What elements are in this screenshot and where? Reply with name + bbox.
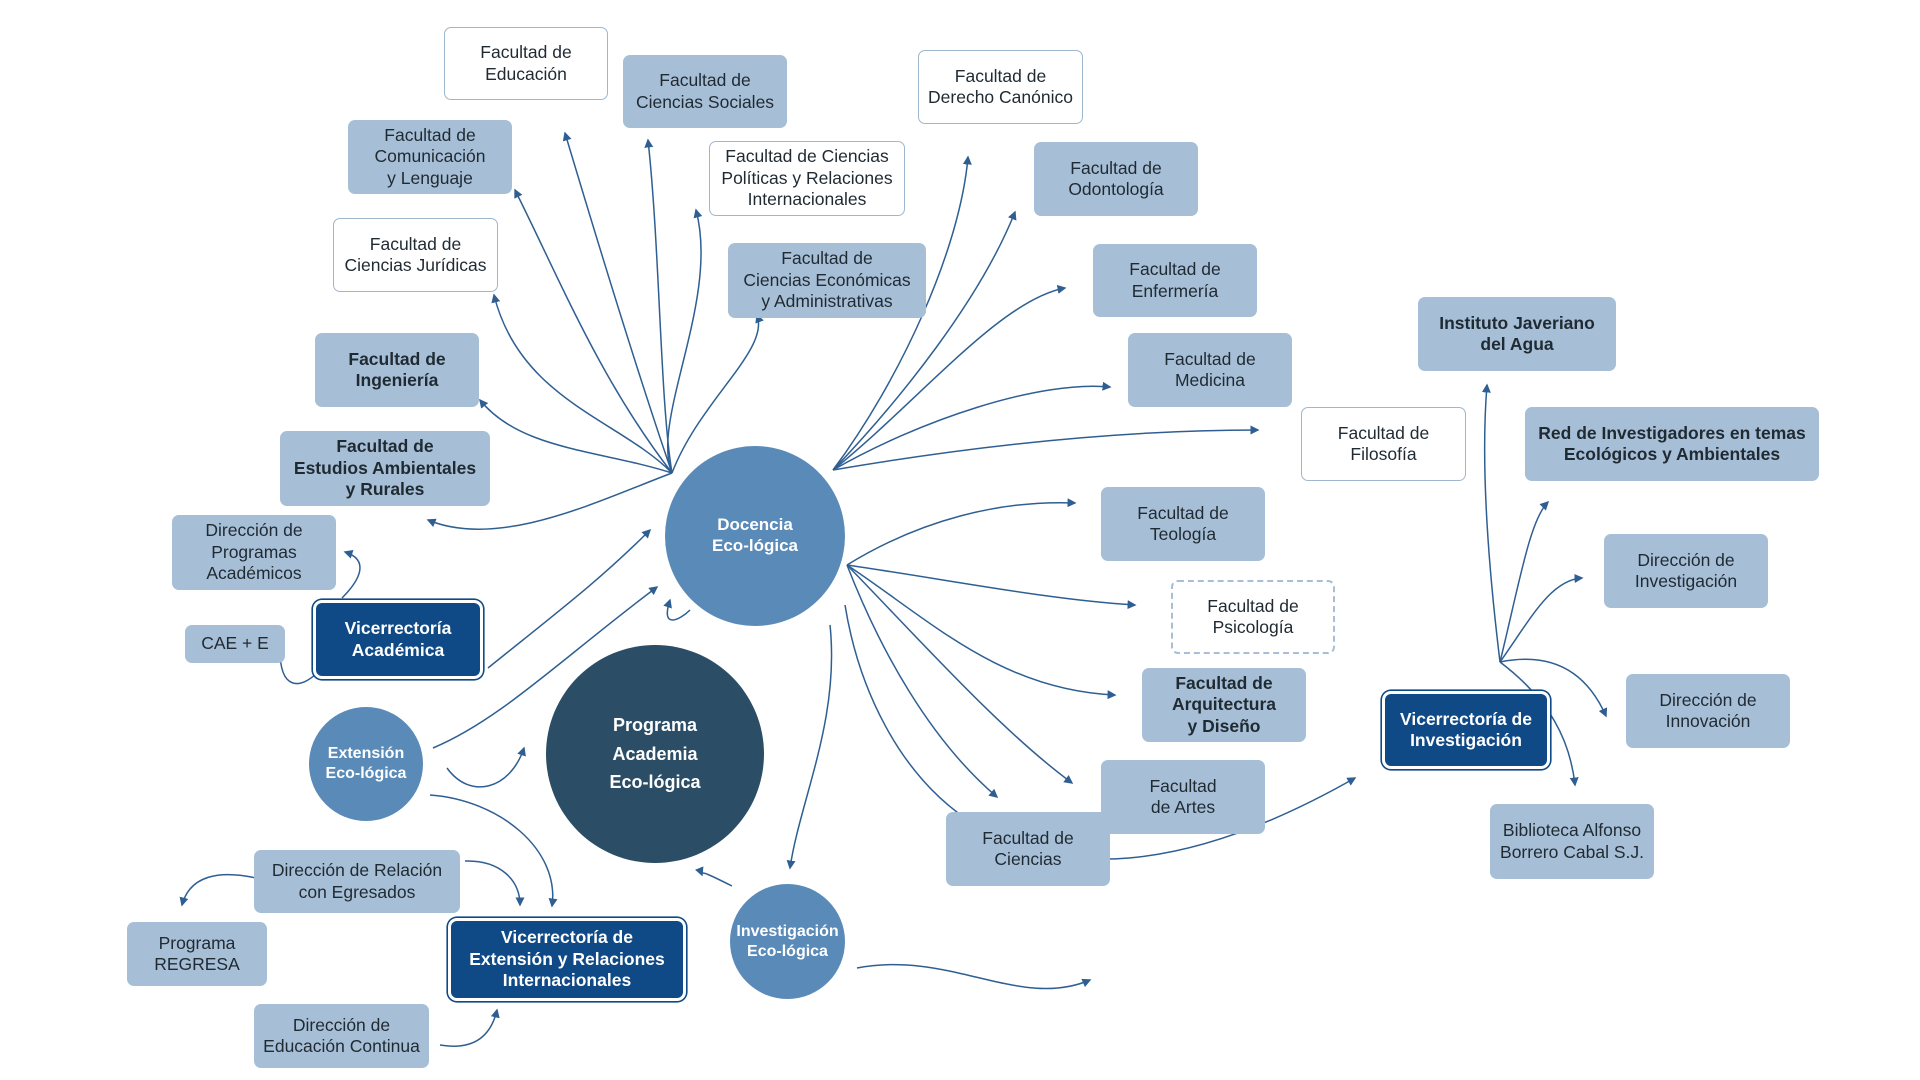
extension-eco-logica-circle: Extensión Eco-lógica xyxy=(309,707,423,821)
investigacion-eco-logica-circle: Investigación Eco-lógica xyxy=(730,884,845,999)
facultad-estudios-ambientales-box: Facultad de Estudios Ambientales y Rural… xyxy=(280,431,490,506)
facultad-teologia-box: Facultad de Teología xyxy=(1101,487,1265,561)
connector-arrow xyxy=(846,498,1077,566)
direccion-educacion-continua-box: Dirección de Educación Continua xyxy=(254,1004,429,1068)
connector-arrow xyxy=(846,564,1137,610)
vicerrectoria-extension-box: Vicerrectoría de Extensión y Relaciones … xyxy=(451,921,683,998)
connector-arrow xyxy=(491,293,673,474)
connector-arrow xyxy=(464,860,525,907)
facultad-educacion-box: Facultad de Educación xyxy=(444,27,608,100)
direccion-relacion-egresados-box: Dirección de Relación con Egresados xyxy=(254,850,460,913)
connector-arrow xyxy=(1499,500,1550,663)
facultad-enfermeria-box: Facultad de Enfermería xyxy=(1093,244,1257,317)
connector-arrow xyxy=(275,648,319,685)
connector-arrow xyxy=(786,624,833,870)
facultad-ciencias-politicas-box: Facultad de Ciencias Políticas y Relacio… xyxy=(709,141,905,216)
connector-arrow xyxy=(695,866,733,887)
connector-arrow xyxy=(644,138,673,474)
vicerrectoria-academica-box: Vicerrectoría Académica xyxy=(316,603,480,676)
connector-arrow xyxy=(487,528,652,669)
connector-arrow xyxy=(846,564,999,798)
docencia-eco-logica-circle: Docencia Eco-lógica xyxy=(665,446,845,626)
facultad-medicina-box: Facultad de Medicina xyxy=(1128,333,1292,407)
instituto-javeriano-agua-box: Instituto Javeriano del Agua xyxy=(1418,297,1616,371)
facultad-ciencias-box: Facultad de Ciencias xyxy=(946,812,1110,886)
connector-arrow xyxy=(562,131,673,474)
facultad-ingenieria-box: Facultad de Ingeniería xyxy=(315,333,479,407)
facultad-arquitectura-box: Facultad de Arquitectura y Diseño xyxy=(1142,668,1306,742)
facultad-ciencias-sociales-box: Facultad de Ciencias Sociales xyxy=(623,55,787,128)
connector-arrow xyxy=(832,425,1260,471)
connector-arrow xyxy=(179,873,257,907)
direccion-programas-academicos-box: Dirección de Programas Académicos xyxy=(172,515,336,590)
programa-regresa-box: Programa REGRESA xyxy=(127,922,267,986)
connector-arrow xyxy=(1481,383,1501,663)
connector-arrow xyxy=(846,564,1117,700)
connector-arrow xyxy=(846,564,1074,784)
connector-arrow xyxy=(667,208,703,474)
cae-e-box: CAE + E xyxy=(185,625,285,663)
connector-arrow xyxy=(856,963,1092,990)
direccion-innovacion-box: Dirección de Innovación xyxy=(1626,674,1790,748)
facultad-artes-box: Facultad de Artes xyxy=(1101,760,1265,834)
connector-arrow xyxy=(446,746,526,788)
facultad-ciencias-juridicas-box: Facultad de Ciencias Jurídicas xyxy=(333,218,498,292)
facultad-odontologia-box: Facultad de Odontología xyxy=(1034,142,1198,216)
connector-arrow xyxy=(663,598,691,621)
programa-academia-eco-logica-circle: Programa Academia Eco-lógica xyxy=(546,645,764,863)
vicerrectoria-investigacion-box: Vicerrectoría de Investigación xyxy=(1385,694,1547,766)
connector-arrow xyxy=(439,1008,500,1047)
connector-arrow xyxy=(514,188,673,474)
facultad-ciencias-economicas-box: Facultad de Ciencias Económicas y Admini… xyxy=(728,243,926,318)
direccion-investigacion-box: Dirección de Investigación xyxy=(1604,534,1768,608)
facultad-comunicacion-box: Facultad de Comunicación y Lenguaje xyxy=(348,120,512,194)
facultad-psicologia-box: Facultad de Psicología xyxy=(1171,580,1335,654)
facultad-filosofia-box: Facultad de Filosofía xyxy=(1301,407,1466,481)
connector-arrow xyxy=(1499,573,1584,663)
biblioteca-alfonso-borrero-box: Biblioteca Alfonso Borrero Cabal S.J. xyxy=(1490,804,1654,879)
red-investigadores-box: Red de Investigadores en temas Ecológico… xyxy=(1525,407,1819,481)
facultad-derecho-canonico-box: Facultad de Derecho Canónico xyxy=(918,50,1083,124)
connector-arrow xyxy=(832,381,1112,471)
connector-arrow xyxy=(341,550,361,599)
connector-arrow xyxy=(479,398,673,474)
